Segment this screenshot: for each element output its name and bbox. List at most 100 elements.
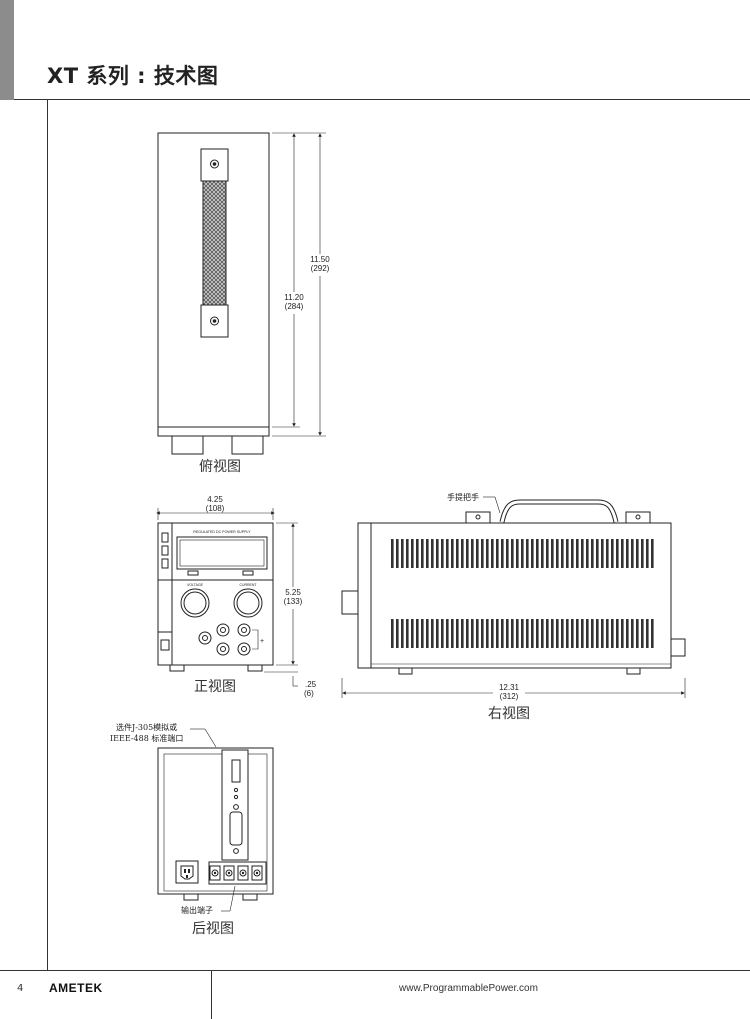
vent-slot	[536, 539, 539, 568]
vent-slot	[611, 619, 614, 648]
vent-slot	[586, 539, 589, 568]
vent-slot	[396, 619, 399, 648]
vent-slot	[396, 539, 399, 568]
front-panel-label: REGULATED DC POWER SUPPLY	[193, 530, 251, 534]
vent-slot	[466, 619, 469, 648]
front-dim-width-mm: (108)	[206, 504, 225, 513]
vent-slot	[556, 619, 559, 648]
vent-slot	[636, 619, 639, 648]
rear-option-line2: IEEE-488 标准端口	[110, 733, 183, 743]
vent-slot	[481, 539, 484, 568]
vent-slot	[406, 539, 409, 568]
vent-slot	[571, 619, 574, 648]
front-view-caption: 正视图	[194, 679, 236, 695]
vent-slot	[566, 619, 569, 648]
vent-slot	[631, 619, 634, 648]
vent-slot	[591, 619, 594, 648]
vent-slot	[461, 619, 464, 648]
right-dim-length: 12.31	[499, 683, 520, 692]
rear-option-line1: 选件J-305模拟或	[116, 722, 177, 732]
terminal-screw-center	[255, 871, 259, 875]
vent-slot	[416, 539, 419, 568]
vent-slot	[456, 539, 459, 568]
vent-slot	[536, 619, 539, 648]
vent-slot	[421, 619, 424, 648]
vent-slot	[551, 539, 554, 568]
vent-slot	[546, 539, 549, 568]
vent-slot	[511, 539, 514, 568]
vent-slot	[561, 619, 564, 648]
top-dim-outer: 11.50	[310, 255, 330, 264]
vent-slot	[426, 619, 429, 648]
vent-slot	[516, 539, 519, 568]
vent-slot	[621, 539, 624, 568]
front-dim-width: 4.25	[207, 495, 223, 504]
vent-slot	[391, 539, 394, 568]
vent-slot	[601, 539, 604, 568]
vent-slot	[486, 619, 489, 648]
rear-output-label: 输出端子	[181, 905, 213, 915]
vent-slot	[591, 539, 594, 568]
header-rule	[14, 99, 750, 100]
vent-slot	[556, 539, 559, 568]
vent-slot	[531, 539, 534, 568]
vent-slot	[561, 539, 564, 568]
rear-view-caption: 后视图	[192, 921, 234, 937]
vent-slot	[526, 619, 529, 648]
vent-slot	[646, 539, 649, 568]
vent-slot	[541, 619, 544, 648]
vent-slot	[406, 619, 409, 648]
vent-slot	[611, 539, 614, 568]
vent-slot	[481, 619, 484, 648]
vent-slot	[421, 539, 424, 568]
vent-slot	[616, 619, 619, 648]
front-dim-feet: .25	[305, 680, 317, 689]
right-view: 手提把手 12.31 (312) 右视图	[341, 492, 686, 722]
vent-slot	[551, 619, 554, 648]
vent-slot	[581, 539, 584, 568]
vent-slot	[521, 539, 524, 568]
right-view-caption: 右视图	[488, 706, 530, 722]
vent-slot	[486, 539, 489, 568]
vent-slot	[401, 619, 404, 648]
vent-slot	[461, 539, 464, 568]
brand-logo: AMETEK	[49, 981, 103, 995]
vent-slot	[436, 539, 439, 568]
vent-slot	[411, 539, 414, 568]
vent-slot	[401, 539, 404, 568]
vent-slot	[641, 619, 644, 648]
front-view: 4.25 (108) REGULATED DC POWER SUPPLY VOL…	[156, 495, 317, 698]
footer-divider	[211, 970, 212, 1019]
vent-slot	[446, 619, 449, 648]
vent-slot	[466, 539, 469, 568]
top-dim-outer-mm: (292)	[311, 264, 330, 273]
vent-slot	[616, 539, 619, 568]
vent-slot	[636, 539, 639, 568]
vent-slot	[476, 619, 479, 648]
margin-rule	[47, 100, 48, 970]
vent-slot	[541, 539, 544, 568]
vent-slot	[441, 539, 444, 568]
vent-slot	[451, 539, 454, 568]
vent-slot	[491, 539, 494, 568]
vent-slot	[516, 619, 519, 648]
vent-slot	[471, 539, 474, 568]
vent-slot	[606, 539, 609, 568]
vent-slot	[546, 619, 549, 648]
vent-slot	[476, 539, 479, 568]
section-tab	[0, 0, 14, 100]
page-title: XT 系列 : 技术图	[47, 64, 219, 88]
vent-slot	[626, 539, 629, 568]
vent-slot	[621, 619, 624, 648]
front-dim-height: 5.25	[285, 588, 301, 597]
vent-slot	[501, 619, 504, 648]
vent-slot	[416, 619, 419, 648]
vent-slot	[471, 619, 474, 648]
front-dim-feet-mm: (6)	[304, 689, 314, 698]
vent-slot	[596, 539, 599, 568]
vent-slot	[576, 619, 579, 648]
svg-text:+: +	[260, 638, 264, 645]
vent-slot	[631, 539, 634, 568]
page-number: 4	[17, 983, 24, 994]
